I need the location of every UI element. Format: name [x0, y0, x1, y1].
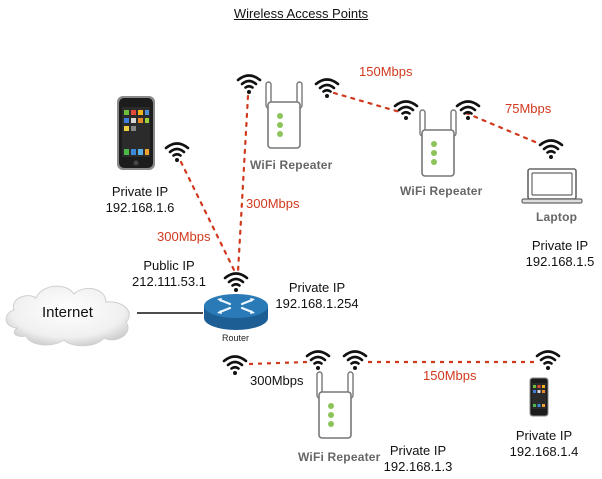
repeater-bottom-label-line1: Private IP — [389, 443, 447, 458]
wifi-icon — [538, 139, 564, 159]
wifi-icon — [164, 142, 190, 162]
link-router-repeater-top — [236, 94, 250, 274]
laptop-label: Laptop — [536, 210, 578, 224]
router-private-ip: 192.168.1.254 — [275, 296, 359, 311]
speed-repeater-mid-laptop: 75Mbps — [505, 101, 552, 116]
phone-icon — [529, 377, 549, 417]
router-label: Router — [222, 333, 250, 343]
laptop-icon — [521, 168, 583, 204]
phone-top-label: Private IP 192.168.1.6 — [100, 184, 180, 216]
router-icon — [204, 294, 268, 330]
repeater-icon — [265, 81, 303, 149]
wifi-icon — [393, 100, 419, 120]
phone-bottom-label-line1: Private IP — [515, 428, 573, 443]
speed-repeater-bottom-phone: 150Mbps — [423, 368, 477, 383]
repeater-top-label: WiFi Repeater — [250, 158, 333, 172]
repeater-mid-label: WiFi Repeater — [400, 184, 483, 198]
wifi-icon — [223, 272, 249, 292]
speed-router-phone: 300Mbps — [157, 229, 211, 244]
speed-router-repeater-bottom: 300Mbps — [250, 373, 304, 388]
repeater-bottom-ip: 192.168.1.3 — [383, 459, 453, 474]
laptop-ip-label: Private IP 192.168.1.5 — [520, 238, 600, 270]
router-private-ip-label: Private IP 192.168.1.254 — [272, 280, 362, 312]
wifi-icon — [455, 100, 481, 120]
public-ip: 212.111.53.1 — [132, 274, 206, 289]
laptop-label-line1: Private IP — [531, 238, 589, 253]
repeater-icon — [316, 371, 354, 439]
link-repeater-top-repeater-mid — [332, 91, 402, 114]
phone-bottom-ip: 192.168.1.4 — [509, 444, 579, 459]
wifi-icon — [342, 350, 368, 370]
cloud-icon — [5, 285, 130, 347]
router-private-label-line1: Private IP — [288, 280, 346, 295]
internet-label: Internet — [42, 304, 93, 321]
repeater-icon — [419, 109, 457, 177]
repeater-bottom-ip-label: Private IP 192.168.1.3 — [378, 443, 458, 475]
phone-icon — [117, 96, 155, 170]
link-router-repeater-bottom — [248, 360, 308, 366]
phone-top-label-line1: Private IP — [111, 184, 169, 199]
wifi-icon — [314, 78, 340, 98]
wifi-icon — [305, 350, 331, 370]
phone-top-ip: 192.168.1.6 — [105, 200, 175, 215]
repeater-bottom-label: WiFi Repeater — [298, 450, 381, 464]
router-public-ip-label: Public IP 212.111.53.1 — [124, 258, 214, 290]
speed-router-repeater-top: 300Mbps — [246, 196, 300, 211]
public-ip-label-line1: Public IP — [143, 258, 195, 273]
wifi-icon — [535, 350, 561, 370]
speed-repeater-top-mid: 150Mbps — [359, 64, 413, 79]
phone-bottom-label: Private IP 192.168.1.4 — [504, 428, 584, 460]
wifi-icon — [236, 74, 262, 94]
link-router-phone — [179, 160, 237, 274]
wifi-icon — [222, 355, 248, 375]
link-repeater-mid-laptop — [464, 111, 542, 146]
laptop-ip: 192.168.1.5 — [525, 254, 595, 269]
diagram-title: Wireless Access Points — [233, 6, 369, 21]
